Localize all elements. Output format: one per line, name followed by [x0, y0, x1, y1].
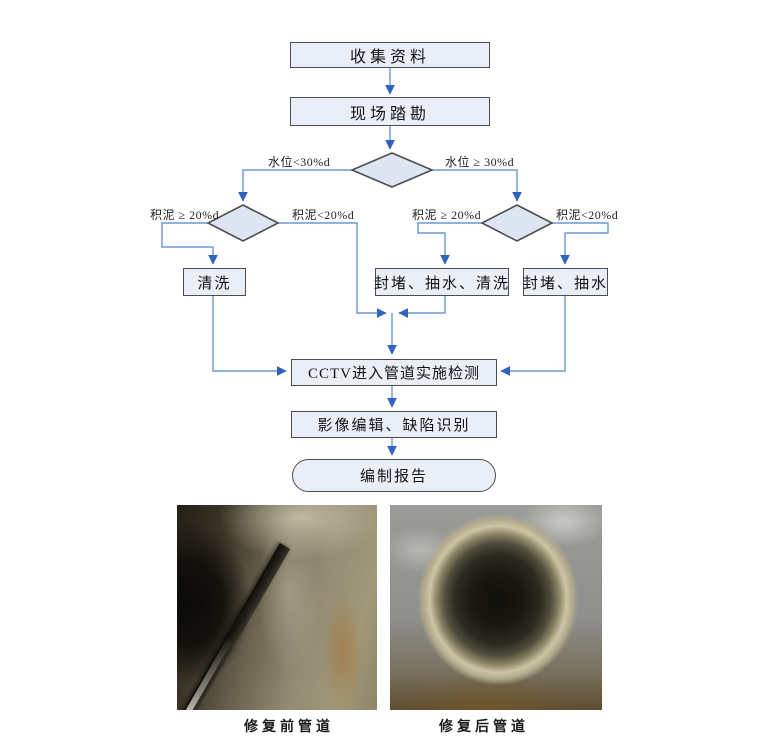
node-block-pump-clean: 封堵、抽水、清洗 [374, 268, 509, 296]
node-block-pump: 封堵、抽水 [523, 268, 608, 296]
node-image-edit-defect: 影像编辑、缺陷识别 [291, 411, 497, 438]
node-collect-data: 收集资料 [290, 42, 490, 68]
decision-water-level [349, 152, 435, 188]
node-compile-report: 编制报告 [292, 459, 496, 492]
decision-silt-right [480, 204, 554, 242]
photo-before-repair [177, 505, 377, 710]
edge-decision1-right [432, 169, 522, 202]
caption-after-repair: 修复后管道 [439, 720, 529, 735]
label-silt-low-right: 积泥<20%d [556, 208, 619, 222]
label-silt-high-right: 积泥 ≥ 20%d [412, 208, 482, 222]
node-site-survey: 现场踏勘 [290, 97, 490, 126]
node-clean: 清洗 [183, 268, 246, 296]
photo-after-repair [390, 505, 602, 710]
edge-blockpumpclean-junction [398, 296, 446, 318]
edge-decision2-clean [161, 222, 218, 265]
node-cctv-inspection: CCTV进入管道实施检测 [291, 359, 497, 386]
edge-decision1-left [238, 169, 352, 202]
edge-clean-cctv [212, 296, 287, 376]
label-water-high: 水位 ≥ 30%d [445, 155, 515, 169]
label-silt-high-left: 积泥 ≥ 20%d [150, 208, 220, 222]
debris-stick [182, 543, 291, 710]
label-silt-low-left: 积泥<20%d [292, 208, 355, 222]
edge-blockpump-cctv [500, 296, 566, 376]
edge-decision3-blockpumpclean [417, 222, 482, 265]
edge-decision3-blockpump [552, 222, 609, 265]
caption-before-repair: 修复前管道 [244, 720, 334, 735]
edge-decision2-junction [278, 222, 387, 318]
label-water-low: 水位<30%d [268, 155, 331, 169]
decision-silt-left [206, 204, 280, 242]
